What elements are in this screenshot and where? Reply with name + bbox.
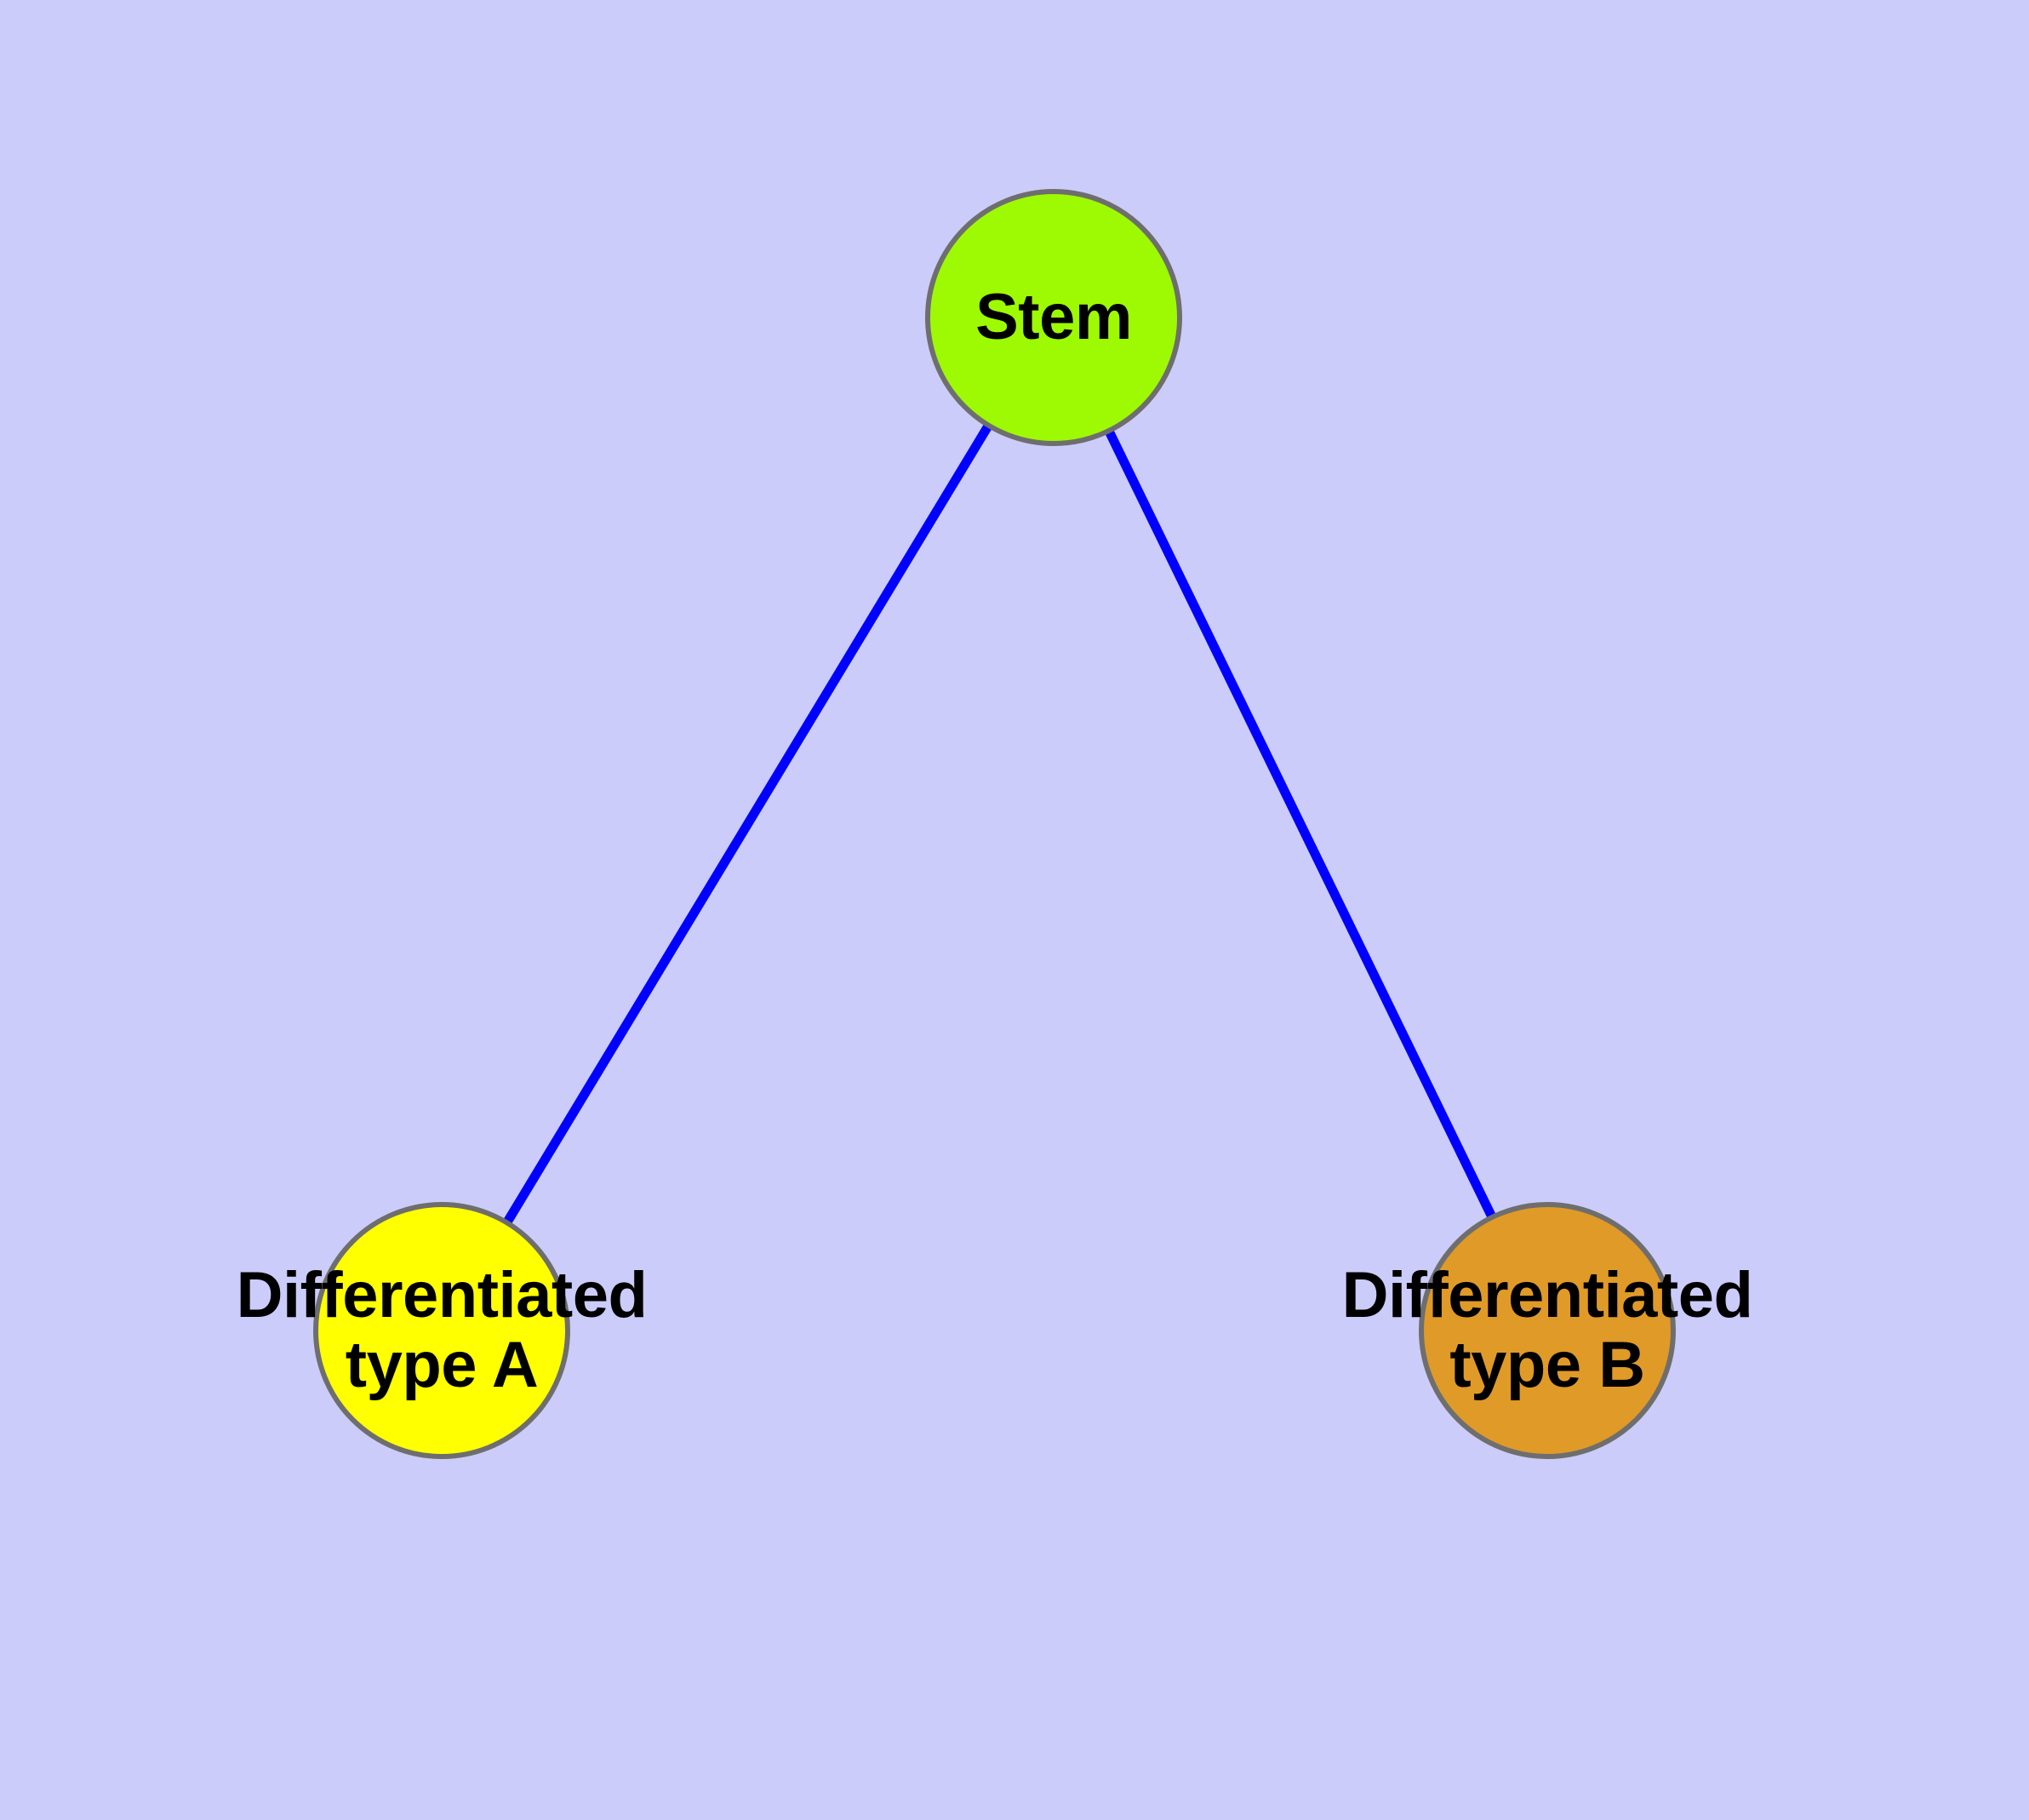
node-differentiated-type-a-circle <box>313 1202 570 1459</box>
node-stem-circle <box>925 189 1182 446</box>
node-differentiated-type-b[interactable]: Differentiated type B <box>1342 1202 1753 1459</box>
edge-stem-to-diff-a <box>437 315 1058 1333</box>
node-differentiated-type-a[interactable]: Differentiated type A <box>237 1202 648 1459</box>
node-stem[interactable]: Stem <box>925 189 1182 446</box>
node-differentiated-type-b-circle <box>1419 1202 1676 1459</box>
edge-stem-to-diff-b <box>1049 315 1552 1333</box>
